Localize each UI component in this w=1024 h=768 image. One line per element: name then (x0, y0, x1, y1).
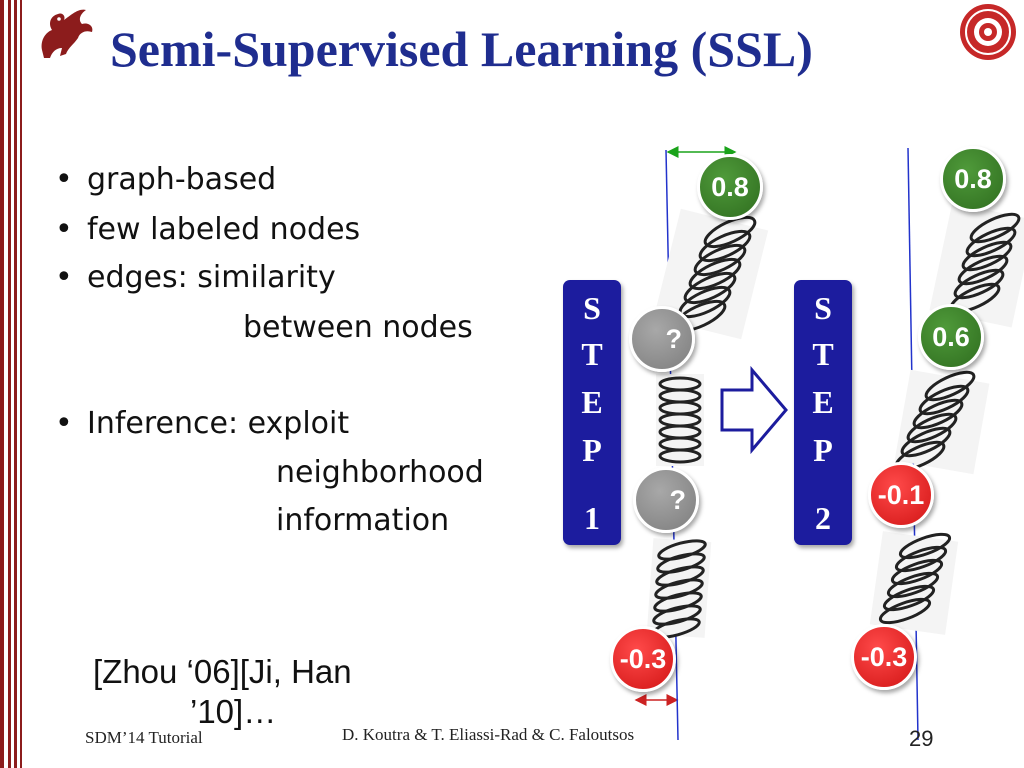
bullet-text: Inference: exploit (87, 406, 350, 441)
university-seal (960, 4, 1016, 60)
spring-step2-middle (894, 369, 990, 475)
step2-label-box: S T E P 2 (794, 280, 852, 545)
bullet-continuation: neighborhood (276, 455, 484, 491)
footer-left: SDM’14 Tutorial (85, 728, 203, 747)
bullet-text: between nodes (243, 310, 473, 345)
step1-letter: P (582, 432, 602, 468)
node-step2-mid1: 0.6 (918, 304, 984, 370)
bullet-continuation: between nodes (243, 310, 473, 346)
bullet-text: neighborhood (276, 455, 484, 490)
step1-letter: E (581, 384, 603, 420)
spring-step2-top (929, 202, 1024, 328)
step1-letter: S (583, 290, 601, 326)
left-border-stripe (20, 0, 22, 768)
left-border-stripe (14, 0, 17, 768)
griffin-logo (41, 9, 93, 58)
citation-line: [Zhou ‘06][Ji, Han (93, 653, 352, 690)
bullet-text: graph-based (87, 162, 277, 197)
step2-letter: S (814, 290, 832, 326)
node-step1-unknown-2: ? (633, 467, 699, 533)
bullet-item: • few labeled nodes (55, 212, 360, 248)
node-step1-bottom: -0.3 (610, 626, 676, 692)
bullet-marker: • (55, 260, 73, 295)
page-number: 29 (909, 726, 934, 751)
spring-step1-top (653, 208, 769, 340)
node-step1-top: 0.8 (697, 154, 763, 220)
step1-number: 1 (584, 500, 600, 536)
bullet-text: few labeled nodes (87, 212, 361, 247)
step-transition-arrow (720, 365, 788, 455)
node-step1-unknown-1: ? (629, 306, 695, 372)
bullet-text: information (276, 503, 450, 538)
citation: [Zhou ‘06][Ji, Han ’10]… (93, 652, 352, 732)
step1-letter: T (581, 336, 603, 372)
bullet-item: • graph-based (55, 162, 276, 198)
slide-title: Semi-Supervised Learning (SSL) (110, 21, 813, 77)
footer-authors: D. Koutra & T. Eliassi-Rad & C. Faloutso… (342, 725, 635, 744)
bullet-marker: • (55, 212, 73, 247)
bullet-marker: • (55, 162, 73, 197)
bullet-item: • edges: similarity (55, 260, 336, 296)
left-border-stripe (0, 0, 4, 768)
node-step2-top: 0.8 (940, 146, 1006, 212)
node-step2-mid2: -0.1 (868, 462, 934, 528)
bullet-continuation: information (276, 503, 449, 539)
step2-letter: E (812, 384, 834, 420)
left-border-stripe (8, 0, 11, 768)
spring-step1-middle (656, 374, 704, 466)
citation-line: ’10]… (190, 693, 277, 730)
step2-letter: P (813, 432, 833, 468)
step2-letter: T (812, 336, 834, 372)
spring-step2-bottom (869, 531, 959, 635)
bullet-marker: • (55, 406, 73, 441)
node-step2-bottom: -0.3 (851, 624, 917, 690)
step2-number: 2 (815, 500, 831, 536)
spring-step1-bottom (646, 538, 712, 639)
step1-label-box: S T E P 1 (563, 280, 621, 545)
bullet-text: edges: similarity (87, 260, 336, 295)
bullet-item: • Inference: exploit (55, 406, 349, 442)
